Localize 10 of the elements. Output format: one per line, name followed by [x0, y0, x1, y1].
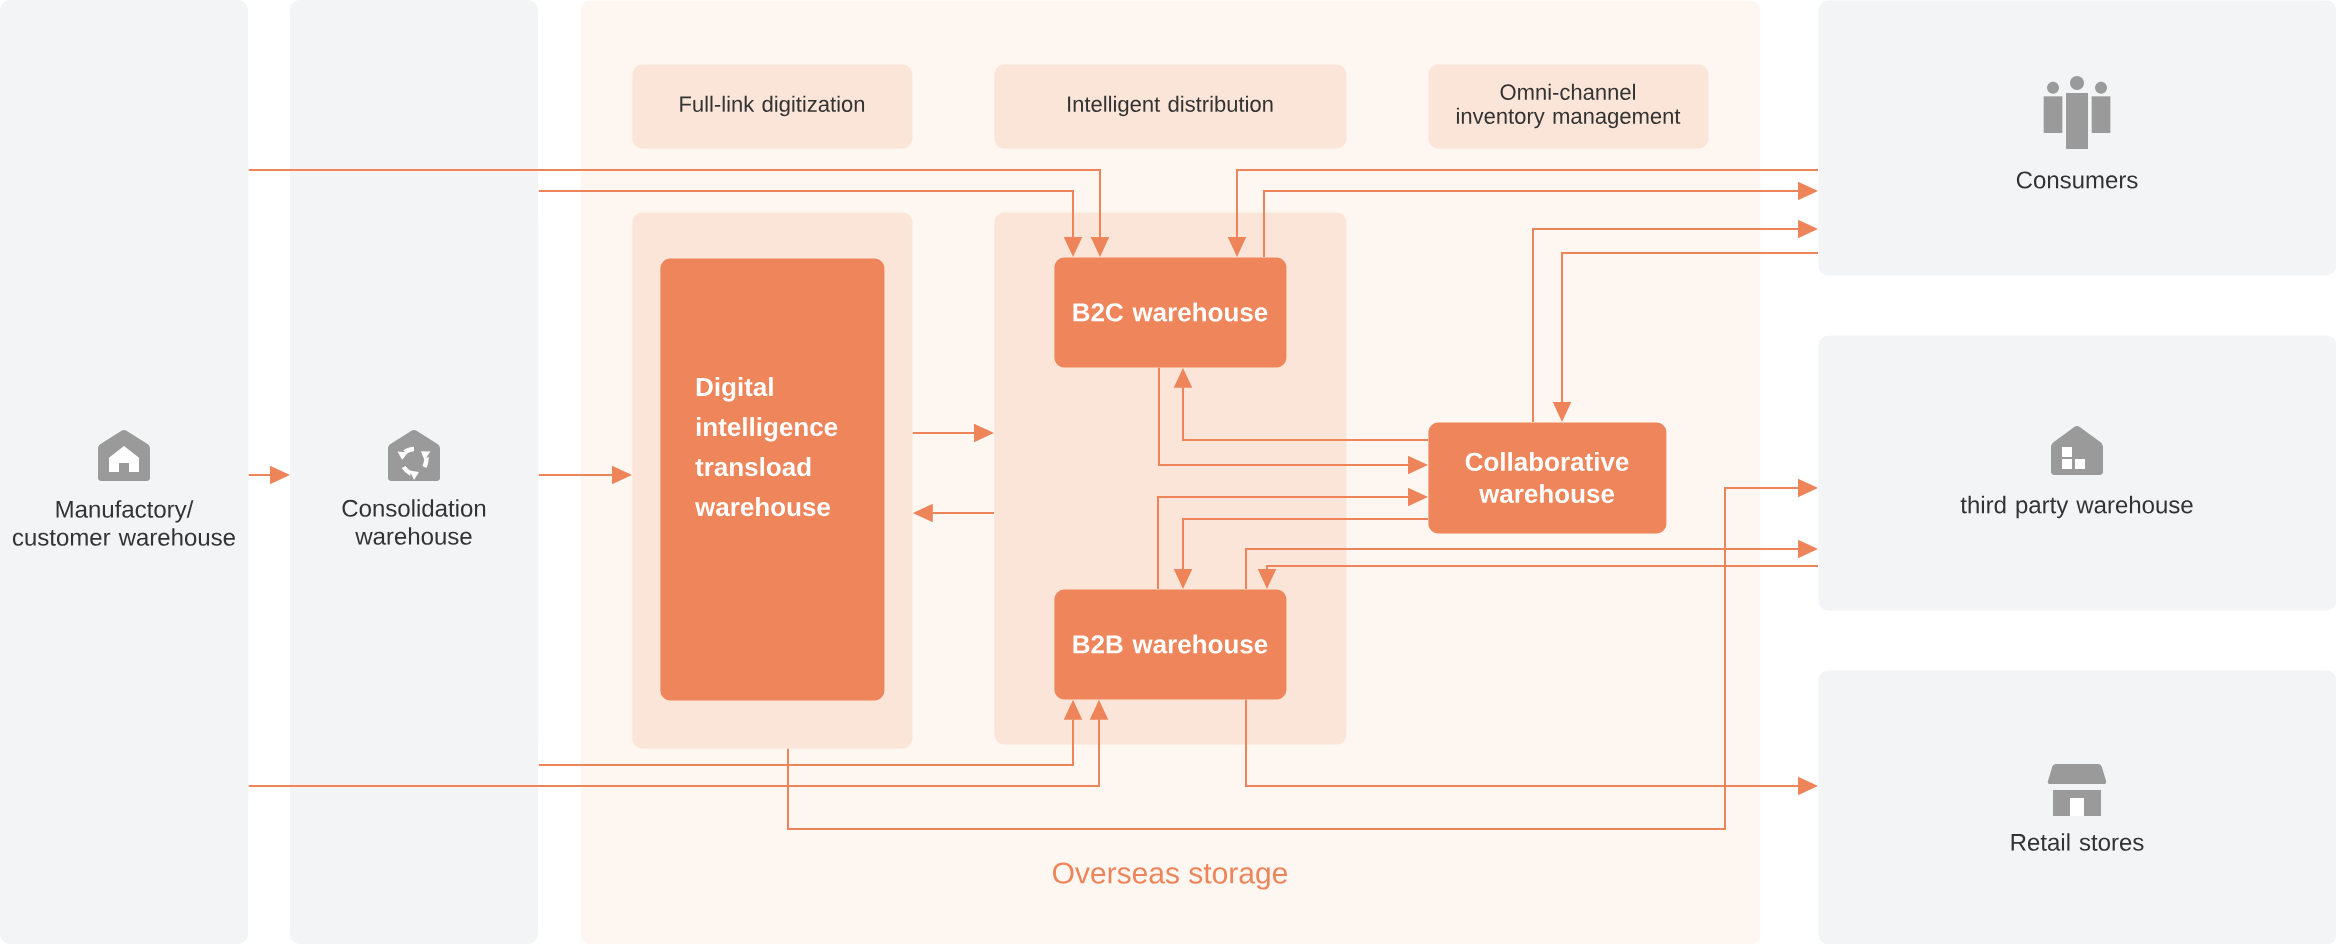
warehouse-box: Digital intelligence transload warehouse: [660, 258, 885, 701]
feature-tag: Omni-channel inventory management: [1428, 64, 1709, 149]
location-box: Retail stores: [1818, 670, 2336, 944]
location-box: Consumers: [1818, 0, 2336, 276]
warehouse-box: B2C warehouse: [1054, 257, 1287, 368]
location-box: third party warehouse: [1818, 335, 2336, 611]
feature-tag: Intelligent distribution: [994, 64, 1347, 149]
warehouse-box: B2B warehouse: [1054, 589, 1287, 700]
feature-tag: Full-link digitization: [632, 64, 913, 149]
warehouse-box: Collaborative warehouse: [1428, 422, 1667, 534]
